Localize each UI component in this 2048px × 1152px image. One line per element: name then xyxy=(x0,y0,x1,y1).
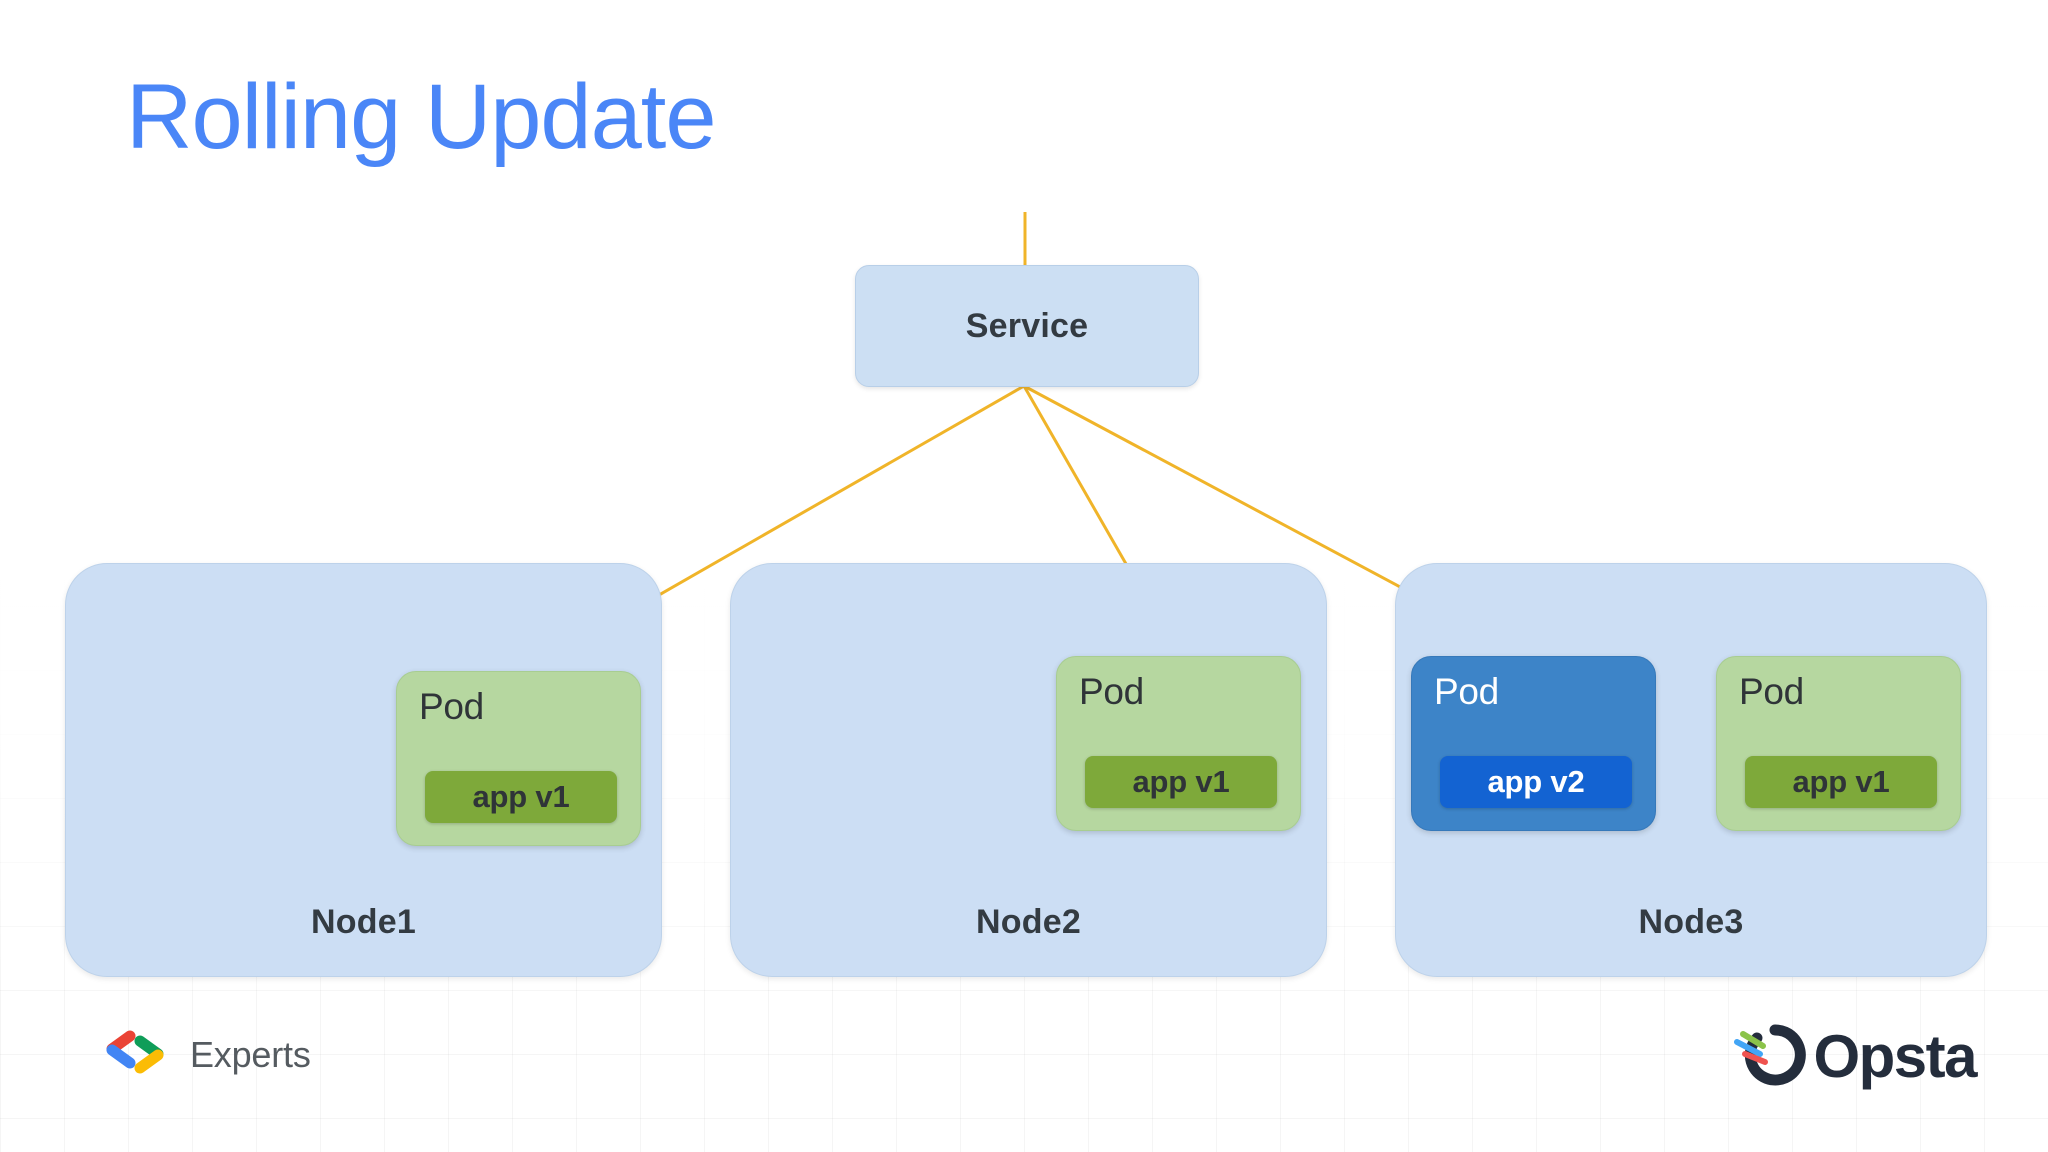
node-label-node3: Node3 xyxy=(1638,903,1744,941)
pod-title: Pod xyxy=(419,686,484,727)
pod-node2-app-v1[interactable]: Pod app v1 xyxy=(1056,656,1301,831)
opsta-label: Opsta xyxy=(1813,1023,1977,1090)
app-chip-v1: app v1 xyxy=(425,771,617,823)
node-label-node2: Node2 xyxy=(976,903,1081,941)
pod-title: Pod xyxy=(1739,671,1804,712)
service-box[interactable]: Service xyxy=(855,265,1199,387)
experts-label: Experts xyxy=(190,1034,311,1075)
app-chip-v1: app v1 xyxy=(1085,756,1277,808)
service-label: Service xyxy=(965,306,1089,345)
page-title: Rolling Update xyxy=(126,66,716,168)
pod-title: Pod xyxy=(1079,671,1144,712)
google-developers-experts-logo: Experts xyxy=(100,1030,311,1080)
google-developers-experts-icon xyxy=(106,1030,164,1074)
opsta-logo: Opsta xyxy=(1733,1020,1977,1094)
opsta-ring-icon xyxy=(1734,1024,1807,1086)
app-chip-v2: app v2 xyxy=(1440,756,1632,808)
pod-title: Pod xyxy=(1434,671,1499,712)
app-chip-v1: app v1 xyxy=(1745,756,1937,808)
pod-node3-app-v2[interactable]: Pod app v2 xyxy=(1411,656,1656,831)
node-box-node1[interactable]: Pod app v1 Node1 xyxy=(65,563,662,977)
node-box-node2[interactable]: Pod app v1 Node2 xyxy=(730,563,1327,977)
node-box-node3[interactable]: Pod app v2 Pod app v1 Node3 xyxy=(1395,563,1987,977)
pod-node3-app-v1[interactable]: Pod app v1 xyxy=(1716,656,1961,831)
node-label-node1: Node1 xyxy=(311,903,416,941)
pod-node1-app-v1[interactable]: Pod app v1 xyxy=(396,671,641,846)
